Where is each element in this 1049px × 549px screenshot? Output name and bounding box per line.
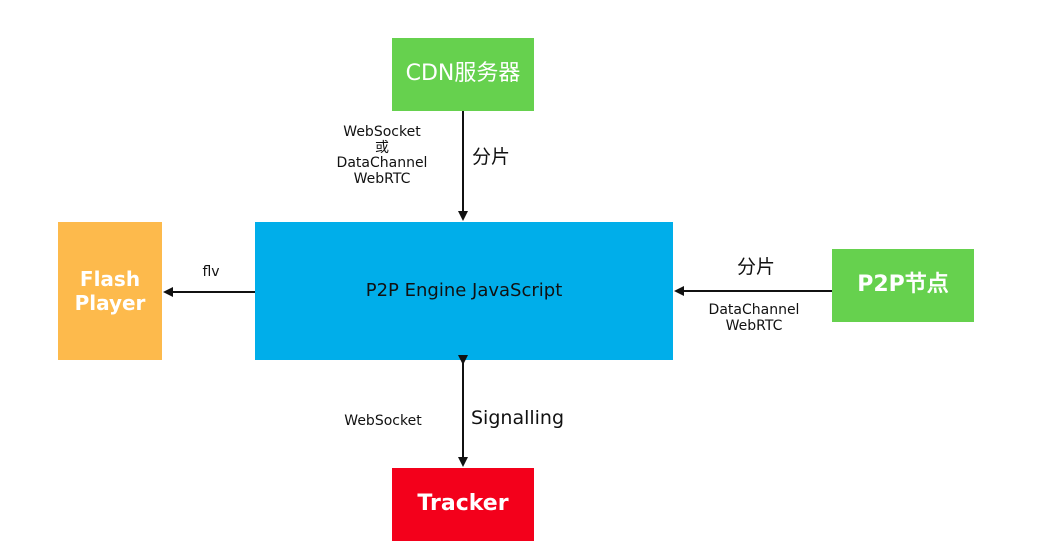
tracker-transport-label: WebSocket <box>344 413 422 429</box>
cdn-chunk-label: 分片 <box>472 146 511 168</box>
flv-label: flv <box>202 264 220 280</box>
tracker-label: Tracker <box>417 491 509 517</box>
cdn-transport-label: WebSocket 或 DataChannel WebRTC <box>336 124 428 188</box>
cdn-server-label: CDN服务器 <box>405 61 521 87</box>
cdn-server-node: CDN服务器 <box>392 38 534 111</box>
peer-transport-label: DataChannel WebRTC <box>708 302 800 334</box>
tracker-node: Tracker <box>392 468 534 541</box>
p2p-engine-label: P2P Engine JavaScript <box>365 280 563 302</box>
flash-player-label: Flash Player <box>74 267 146 315</box>
p2p-peer-label: P2P节点 <box>857 272 949 298</box>
flash-player-node: Flash Player <box>58 222 162 360</box>
p2p-engine-node: P2P Engine JavaScript <box>255 222 673 360</box>
peer-chunk-label: 分片 <box>736 256 775 278</box>
signalling-label: Signalling <box>471 407 565 429</box>
p2p-peer-node: P2P节点 <box>832 249 974 322</box>
